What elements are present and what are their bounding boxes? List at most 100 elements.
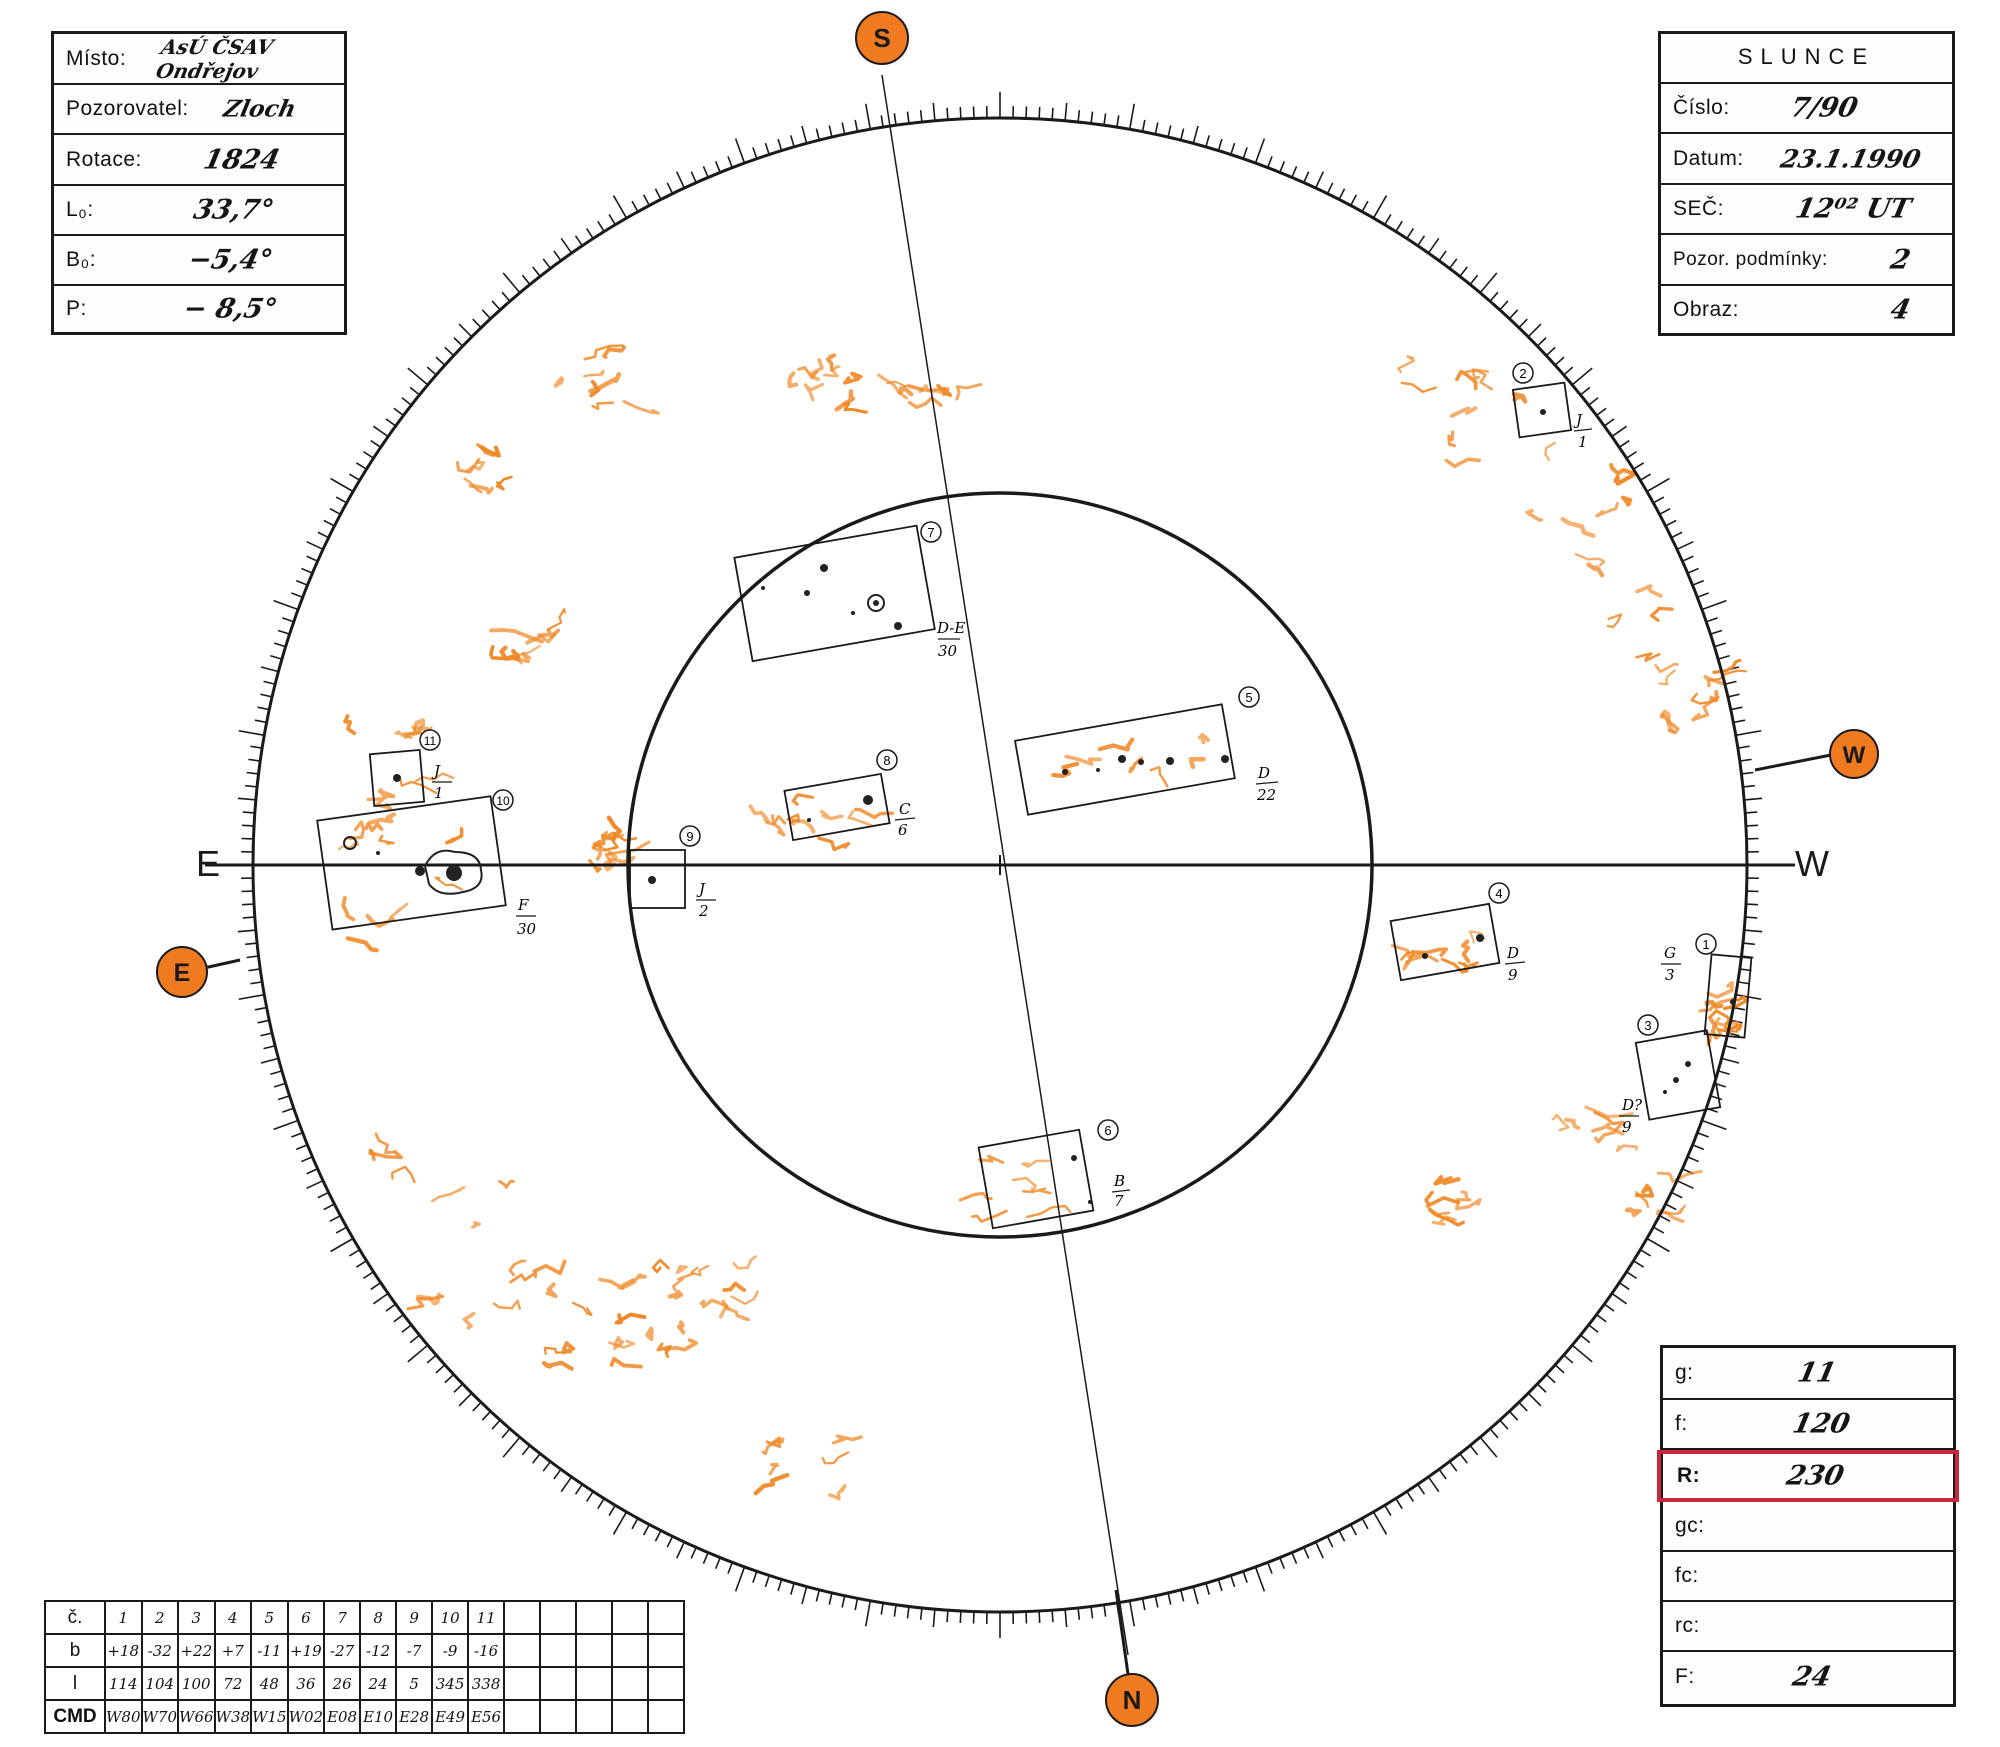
table-cell: 345 [431, 1666, 470, 1701]
p-row: P: − 8,5° [54, 286, 344, 332]
facula-stroke [1690, 692, 1720, 705]
conditions-value: 2 [1887, 244, 1914, 275]
group-7-type: D-E [936, 619, 965, 637]
table-cell [539, 1699, 578, 1734]
w-marker-label: W [1843, 742, 1866, 769]
scale-tick [385, 1303, 397, 1312]
facula-stroke [541, 1360, 574, 1371]
facula-stroke [532, 1259, 567, 1276]
ff-row: F: 24 [1663, 1652, 1953, 1702]
facula-stroke [604, 840, 651, 864]
scale-tick [1518, 1401, 1528, 1412]
table-cell [647, 1666, 686, 1701]
facula-stroke [1564, 1117, 1581, 1130]
scale-tick [1745, 903, 1759, 906]
facula-stroke [825, 353, 837, 372]
scale-tick [363, 1271, 374, 1280]
facula-stroke [1424, 1190, 1461, 1207]
group-3-num: 3 [1644, 1018, 1651, 1033]
scale-tick [453, 1383, 464, 1393]
scale-tick [734, 138, 746, 164]
group-6-box: 6 B 7 [977, 1119, 1131, 1230]
rc-label: rc: [1675, 1614, 1700, 1637]
group-5-type: D [1257, 764, 1270, 782]
scale-tick [777, 138, 783, 151]
rotation-axis-line [881, 74, 1129, 1656]
scale-tick [260, 693, 273, 698]
scale-tick [502, 1436, 521, 1458]
facula-stroke [543, 1346, 572, 1355]
facula-stroke [1390, 944, 1439, 963]
facula-stroke [367, 812, 397, 825]
scale-tick [1499, 1419, 1509, 1430]
scale-tick [1217, 1579, 1223, 1592]
table-cell: W02 [286, 1699, 326, 1734]
facula-stroke [847, 809, 874, 828]
scale-tick [323, 1203, 335, 1211]
group-3-box: 3 D? 9 [1619, 1014, 1722, 1136]
facula-stroke [343, 714, 357, 736]
scale-tick [458, 323, 473, 338]
scale-tick [270, 655, 283, 660]
facula-stroke [718, 1299, 730, 1319]
table-cell [611, 1600, 650, 1635]
table-cell: 26 [323, 1666, 362, 1701]
table-cell: -9 [431, 1633, 470, 1668]
r-value: 230 [1783, 1460, 1847, 1492]
table-cell: W15 [250, 1699, 289, 1734]
scale-tick [1038, 1610, 1041, 1624]
scale-tick [1427, 1476, 1440, 1493]
b0-value: −5,4° [185, 244, 276, 276]
w-marker-stem [1754, 752, 1837, 772]
scale-tick [295, 579, 308, 586]
scale-tick [1279, 1557, 1286, 1570]
scale-tick [1479, 1436, 1498, 1458]
group-4-num: 4 [1495, 886, 1502, 901]
group-2-count: 1 [1578, 433, 1588, 451]
table-cell [539, 1633, 578, 1668]
scale-tick [1077, 1607, 1081, 1620]
scale-tick [1051, 107, 1054, 120]
group-9-count: 2 [698, 902, 709, 920]
facula-stroke [1455, 1190, 1472, 1202]
scale-tick [574, 1483, 583, 1495]
facula-stroke [1051, 761, 1080, 778]
facula-stroke [545, 1282, 558, 1299]
scale-tick [237, 929, 256, 933]
scale-tick [1733, 1006, 1746, 1011]
scale-tick [426, 366, 437, 376]
scale-tick [407, 367, 429, 386]
scale-tick [1326, 182, 1334, 194]
facula-stroke [724, 1306, 751, 1322]
table-cell: +19 [286, 1633, 326, 1668]
facula-stroke [620, 1273, 647, 1290]
scale-tick [702, 166, 709, 178]
facula-stroke [1149, 766, 1169, 788]
scale-tick [257, 706, 270, 711]
scale-tick [260, 1032, 273, 1037]
scale-tick [1051, 1610, 1054, 1623]
scale-tick [254, 719, 267, 724]
scale-tick [260, 666, 279, 673]
scale-tick [263, 1044, 276, 1050]
facula-stroke [489, 628, 544, 644]
scale-tick [1154, 122, 1159, 135]
facula-stroke [1591, 1122, 1625, 1136]
scale-tick [1545, 1373, 1556, 1384]
group-11-type: J [431, 762, 441, 780]
group-2-type: J [1573, 411, 1583, 429]
scale-tick [801, 125, 808, 144]
sunspot-count-box: g: 11 f: 120 R: 230 gc: fc: rc: F: 24 [1657, 1345, 1959, 1707]
scale-tick [317, 531, 329, 539]
scale-tick [1508, 1410, 1519, 1421]
scale-tick [1739, 758, 1752, 762]
group-4-count: 9 [1508, 966, 1518, 984]
scale-tick [574, 235, 583, 247]
time-value: 12⁰² UT [1792, 193, 1914, 225]
scale-tick [1469, 1445, 1479, 1456]
scale-tick [1192, 1586, 1199, 1605]
table-cell: 1 [104, 1600, 143, 1635]
scale-tick [250, 745, 263, 749]
